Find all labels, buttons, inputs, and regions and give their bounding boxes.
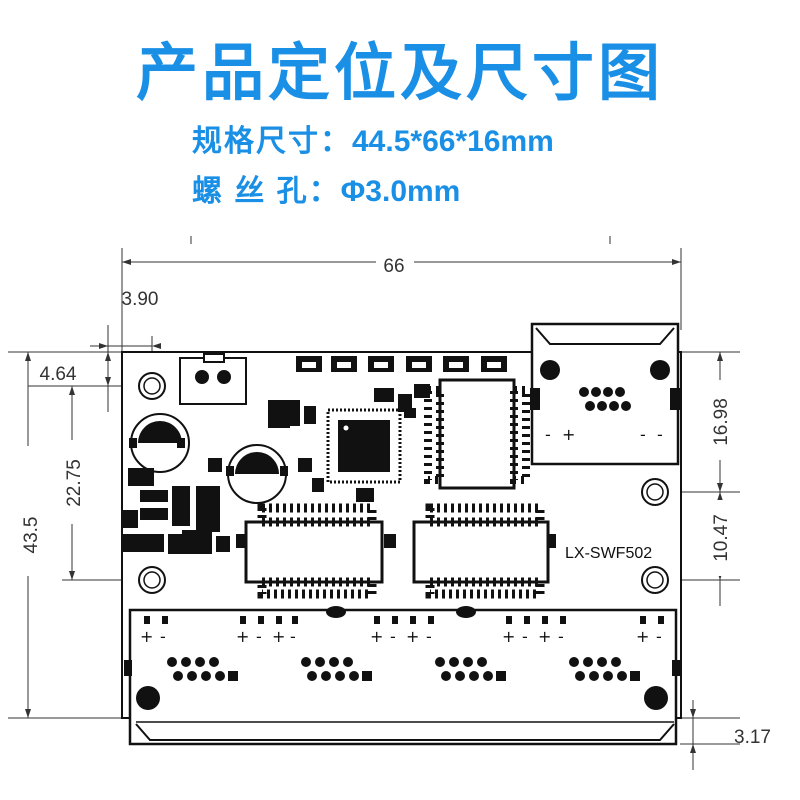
port1-plus: +	[140, 627, 153, 646]
dim-width-label: 66	[383, 256, 404, 277]
spec-hole-line: 螺 丝 孔：Φ3.0mm	[192, 166, 460, 210]
dimension-arrows	[25, 259, 723, 753]
dim-hole-spacing-left-label: 22.75	[64, 459, 85, 507]
power-terminal	[179, 353, 247, 405]
electrolytic-capacitors	[129, 413, 288, 504]
port1-minus: -	[160, 627, 166, 646]
port5-plus: +	[636, 627, 649, 646]
port3-minus-b: -	[426, 627, 432, 646]
port4-minus-b: -	[558, 627, 564, 646]
dim-right-top-label: 16.98	[711, 398, 732, 446]
spec-hole-label: 螺 丝 孔：	[192, 175, 341, 208]
transformer-module	[424, 378, 530, 490]
top-port-minus-3: -	[657, 425, 663, 444]
top-port-minus-2: -	[640, 425, 646, 444]
port4-plus: +	[502, 627, 515, 646]
page-title: 产品定位及尺寸图	[135, 36, 664, 109]
spec-size-value: 44.5*66*16mm	[352, 125, 554, 158]
board-model-label: LX-SWF502	[565, 545, 652, 562]
spec-size-line: 规格尺寸：44.5*66*16mm	[192, 116, 554, 160]
port4-plus-b: +	[538, 627, 551, 646]
qfp-chip	[326, 408, 402, 484]
spec-size-label: 规格尺寸：	[192, 125, 352, 158]
label-backgrounds	[14, 252, 732, 576]
port2-minus-b: -	[290, 627, 296, 646]
port4-minus: -	[522, 627, 528, 646]
top-port-minus: -	[545, 425, 551, 444]
port2-minus: -	[256, 627, 262, 646]
dim-height-label: 43.5	[21, 517, 42, 554]
port3-minus: -	[390, 627, 396, 646]
rj45-port-top: - + - -	[530, 322, 680, 466]
port3-plus-b: +	[406, 627, 419, 646]
smd-components	[122, 384, 556, 554]
port5-minus: -	[656, 627, 662, 646]
mounting-holes	[138, 372, 669, 594]
dim-hole-offset-x-label: 3.90	[122, 289, 159, 310]
dim-right-mid-label: 10.47	[711, 514, 732, 562]
port3-plus: +	[370, 627, 383, 646]
port2-plus: +	[236, 627, 249, 646]
pcb-board: LX-SWF502 - + - -	[121, 322, 682, 746]
port-pin-holes	[167, 657, 640, 681]
dim-bottom-label: 3.17	[734, 727, 771, 748]
spec-hole-value: Φ3.0mm	[340, 175, 461, 208]
port2-plus-b: +	[272, 627, 285, 646]
dim-hole-offset-top-label: 4.64	[40, 364, 77, 385]
rj45-port-row-bottom: + - + - + - + - + - + - + - + -	[124, 606, 680, 746]
top-port-plus: +	[562, 425, 575, 444]
sop-chips	[244, 503, 550, 599]
